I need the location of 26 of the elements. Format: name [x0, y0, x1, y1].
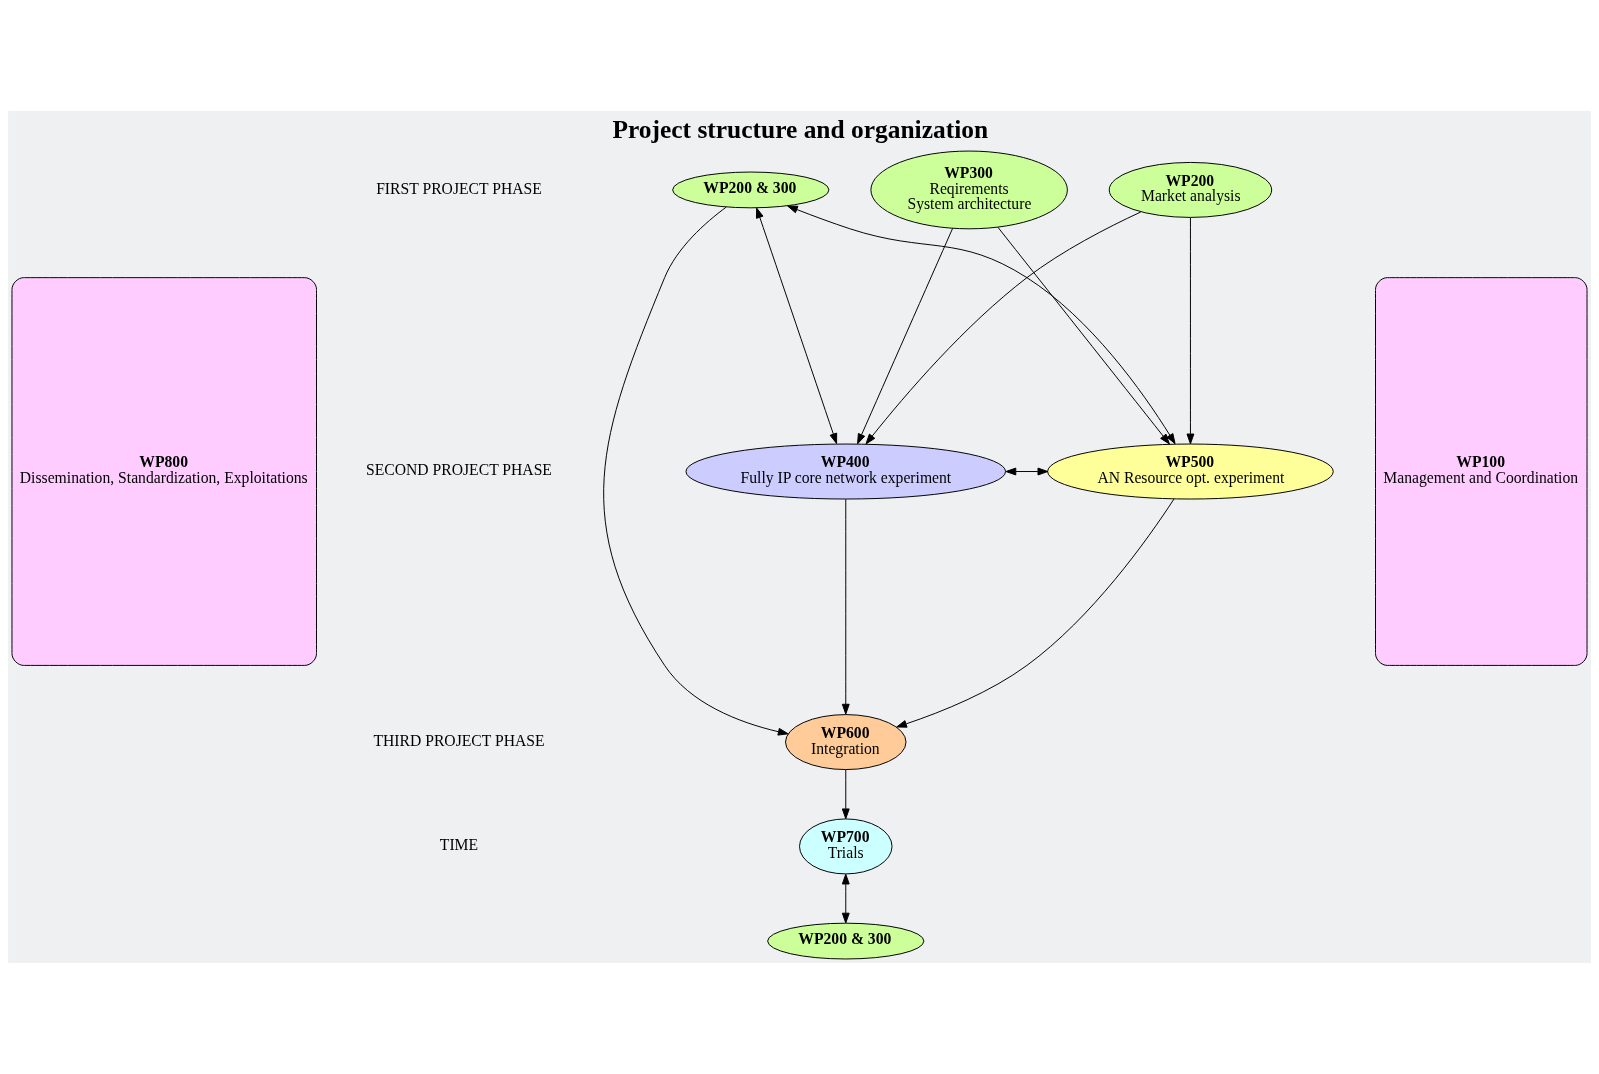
label: SECOND PROJECT PHASE	[366, 461, 552, 479]
node-ellipse: WP500 AN Resource opt. experiment	[1047, 443, 1334, 500]
node-ellipse: WP700 Trials	[799, 818, 893, 875]
node-ellipse: WP200 & 300	[767, 922, 925, 960]
node-box: WP100 Management and Coordination	[1375, 277, 1588, 666]
arrow	[841, 769, 850, 820]
arrow	[603, 206, 789, 736]
diagram-title: Project structure and organization	[612, 115, 989, 145]
label: TIME	[439, 836, 479, 854]
arrow	[787, 205, 1176, 445]
node-box: WP800 Dissemination, Standardization, Exploitations	[11, 277, 317, 666]
arrow	[857, 227, 954, 445]
node-ellipse: WP200 & 300	[672, 171, 830, 209]
node-ellipse: WP300 Reqirements System architecture	[870, 150, 1068, 230]
arrow	[841, 498, 850, 715]
arrow	[896, 498, 1175, 728]
arrow	[841, 873, 850, 924]
arrow	[865, 211, 1142, 445]
arrow	[1186, 217, 1195, 445]
label: FIRST PROJECT PHASE	[376, 179, 542, 197]
arrow	[1005, 467, 1049, 476]
arrow	[997, 226, 1170, 445]
node-ellipse: WP200 Market analysis	[1108, 161, 1273, 218]
node-ellipse: WP400 Fully IP core network experiment	[685, 443, 1007, 500]
arrow	[756, 207, 838, 444]
label: THIRD PROJECT PHASE	[373, 731, 545, 749]
